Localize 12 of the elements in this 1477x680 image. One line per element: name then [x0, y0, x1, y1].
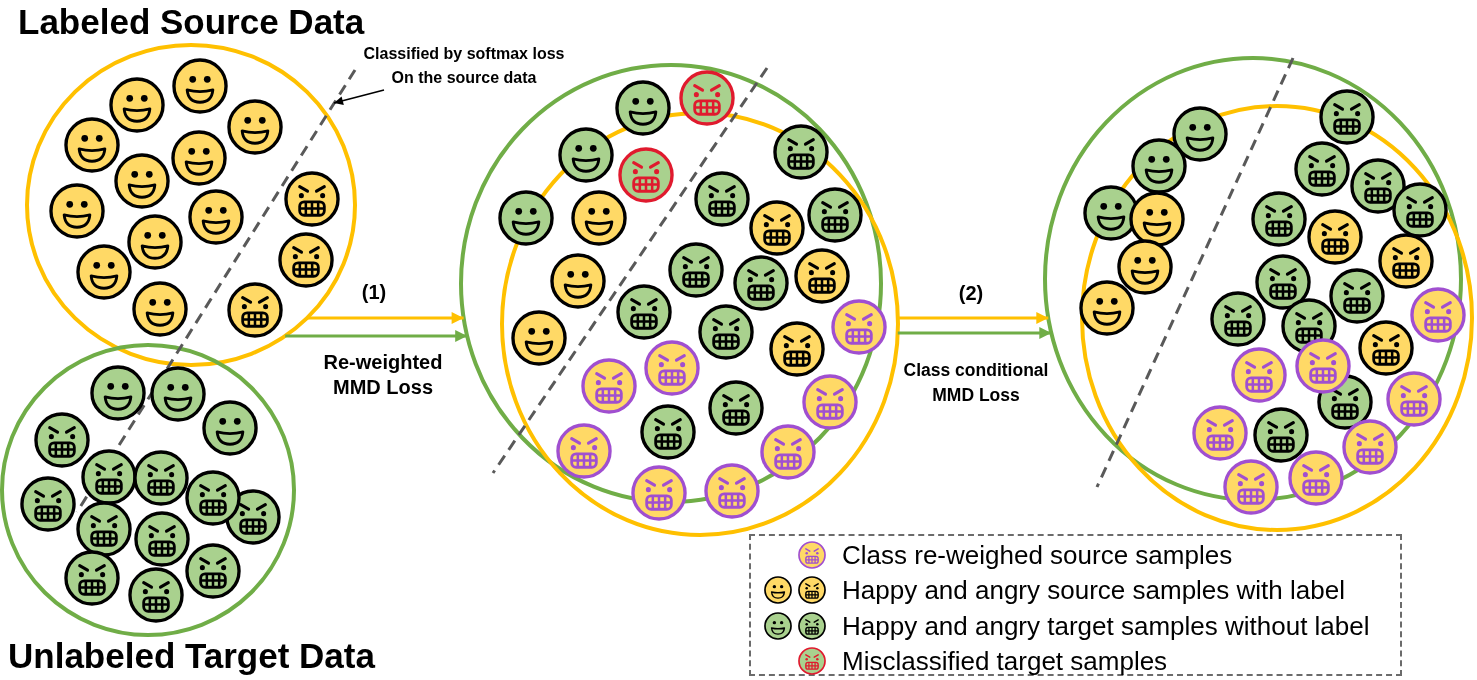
set-heading: Labeled Source Data	[18, 2, 365, 42]
legend-text: Class re-weighed source samples	[842, 539, 1233, 572]
arrow	[897, 327, 1052, 339]
set-heading: Unlabeled Target Data	[8, 636, 375, 676]
annotation-text: Classified by softmax loss On the source data	[361, 42, 567, 90]
legend-text: Happy and angry source samples with label	[842, 574, 1345, 608]
legend-text: Happy and angry target samples without label	[842, 609, 1370, 643]
arrow	[285, 330, 468, 342]
arrow	[307, 312, 464, 324]
legend-text: Misclassified target samples	[842, 644, 1168, 678]
leader-arrow	[333, 89, 385, 106]
arrow	[897, 312, 1049, 324]
